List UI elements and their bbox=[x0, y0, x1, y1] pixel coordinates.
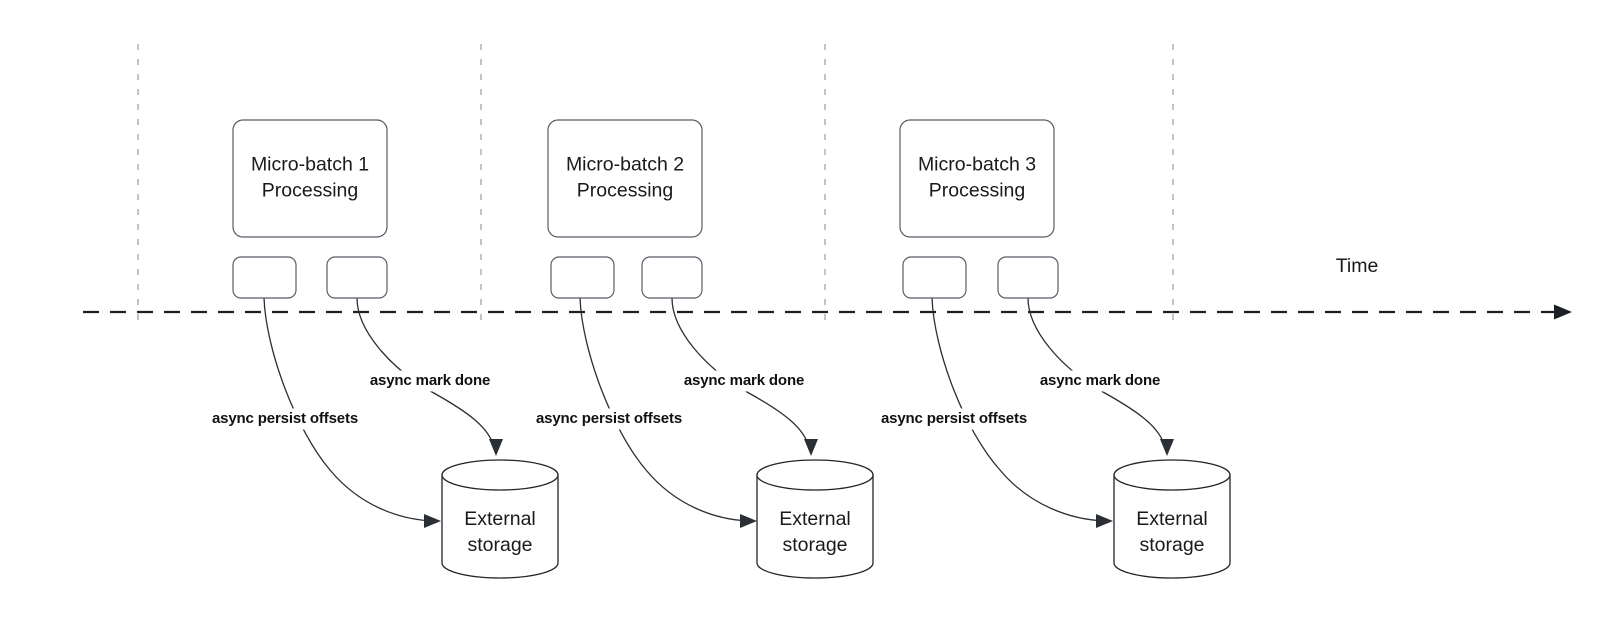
async-mark-done-label-1: async mark done bbox=[370, 372, 490, 389]
micro-batch-label-line2-2: Processing bbox=[577, 180, 673, 202]
async-persist-offsets-label-2: async persist offsets bbox=[536, 410, 682, 427]
timeline-arrowhead-icon bbox=[1554, 304, 1572, 320]
micro-batch-label-line2-1: Processing bbox=[262, 180, 358, 202]
external-storage-body-2[interactable] bbox=[756, 474, 874, 579]
external-storage-top-2 bbox=[756, 459, 874, 491]
time-axis-label: Time bbox=[1336, 255, 1379, 277]
async-persist-offsets-label-plate-2 bbox=[518, 408, 700, 430]
async-persist-offsets-arrowhead-icon bbox=[1096, 514, 1113, 528]
micro-batch-box-2[interactable] bbox=[547, 119, 703, 238]
tick-line-group bbox=[137, 44, 1174, 320]
micro-batch-box-1[interactable] bbox=[232, 119, 388, 238]
axis-label-group: Time bbox=[1336, 255, 1379, 277]
async-persist-offsets-curve bbox=[263, 297, 435, 522]
external-storage-label-line1-1: External bbox=[464, 508, 536, 530]
async-mark-done-arrowhead-icon bbox=[489, 439, 503, 456]
persist-offsets-task-box-1[interactable] bbox=[232, 256, 297, 299]
async-persist-offsets-arrowhead-icon bbox=[424, 514, 441, 528]
async-persist-offsets-label-1: async persist offsets bbox=[212, 410, 358, 427]
micro-batch-label-line1-2: Micro-batch 2 bbox=[566, 154, 684, 176]
micro-batch-label-line2-3: Processing bbox=[929, 180, 1025, 202]
persist-offsets-task-box-3[interactable] bbox=[902, 256, 967, 299]
micro-batch-label-line1-1: Micro-batch 1 bbox=[251, 154, 369, 176]
mark-done-task-box-1[interactable] bbox=[326, 256, 388, 299]
micro-batch-label-line1-3: Micro-batch 3 bbox=[918, 154, 1036, 176]
async-persist-offsets-label-3: async persist offsets bbox=[881, 410, 1027, 427]
async-mark-done-curve bbox=[1027, 297, 1166, 449]
timeline-group bbox=[83, 304, 1572, 320]
async-mark-done-label-plate-2 bbox=[670, 370, 818, 392]
async-mark-done-label-3: async mark done bbox=[1040, 372, 1160, 389]
async-persist-offsets-label-plate-3 bbox=[863, 408, 1045, 430]
external-storage-top-1 bbox=[441, 459, 559, 491]
async-mark-done-label-plate-3 bbox=[1026, 370, 1174, 392]
mark-done-task-box-3[interactable] bbox=[997, 256, 1059, 299]
async-mark-done-label-2: async mark done bbox=[684, 372, 804, 389]
async-mark-done-curve bbox=[671, 297, 810, 449]
async-mark-done-arrowhead-icon bbox=[1160, 439, 1174, 456]
async-persist-offsets-curve bbox=[579, 297, 751, 522]
external-storage-label-line2-3: storage bbox=[1139, 534, 1204, 556]
edge-curve-group bbox=[263, 297, 1174, 528]
async-persist-offsets-arrowhead-icon bbox=[740, 514, 757, 528]
external-storage-label-line2-1: storage bbox=[467, 534, 532, 556]
external-storage-label-line2-2: storage bbox=[782, 534, 847, 556]
external-storage-label-line1-2: External bbox=[779, 508, 851, 530]
external-storage-top-3 bbox=[1113, 459, 1231, 491]
edge-label-group: async persist offsets async mark done asyn… bbox=[194, 370, 1174, 430]
async-persist-offsets-curve bbox=[931, 297, 1107, 522]
async-mark-done-arrowhead-icon bbox=[804, 439, 818, 456]
async-mark-done-label-plate-1 bbox=[356, 370, 504, 392]
async-mark-done-curve bbox=[356, 297, 495, 449]
external-storage-label-line1-3: External bbox=[1136, 508, 1208, 530]
external-storage-body-3[interactable] bbox=[1113, 474, 1231, 579]
micro-batch-box-3[interactable] bbox=[899, 119, 1055, 238]
external-storage-body-1[interactable] bbox=[441, 474, 559, 579]
async-persist-offsets-label-plate-1 bbox=[194, 408, 376, 430]
mark-done-task-box-2[interactable] bbox=[641, 256, 703, 299]
persist-offsets-task-box-2[interactable] bbox=[550, 256, 615, 299]
